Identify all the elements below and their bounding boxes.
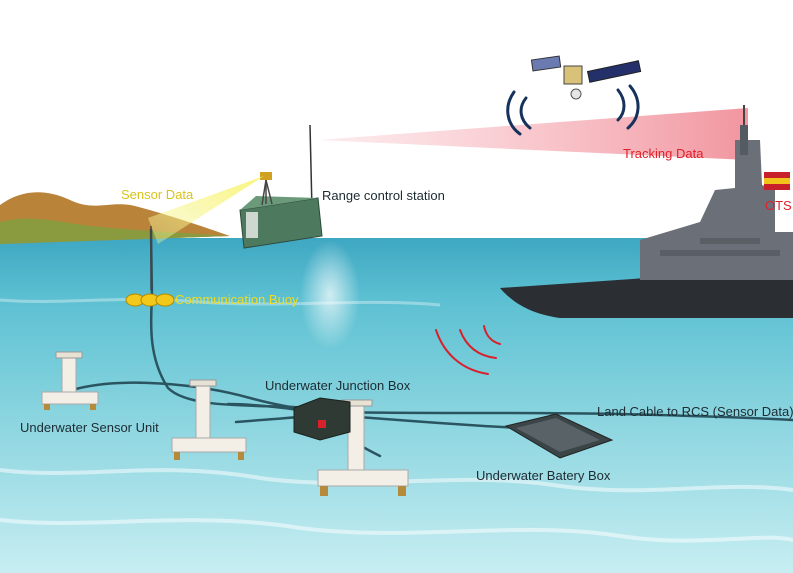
- range-control-station: [239, 124, 323, 249]
- ots-label: OTS: [765, 198, 792, 213]
- communication-buoy: [125, 226, 175, 307]
- underwater-sensor-unit-label: Underwater Sensor Unit: [20, 420, 159, 435]
- underwater-junction-box-label: Underwater Junction Box: [265, 378, 411, 393]
- underwater-junction-box: [293, 397, 351, 441]
- spanish-flag-icon: [764, 172, 790, 190]
- tracking-data-beam: [318, 108, 748, 160]
- sea-surface-glare: [300, 240, 360, 350]
- underwater-sensor-unit: [317, 399, 409, 496]
- acoustic-signal-icon: [435, 325, 501, 375]
- underwater-battery-box: [504, 413, 614, 459]
- satellite-signal-icon: [506, 84, 640, 136]
- underwater-battery-box-label: Underwater Batery Box: [476, 468, 611, 483]
- sensor-data-label: Sensor Data: [121, 187, 194, 202]
- tracking-data-label: Tracking Data: [623, 146, 704, 161]
- land-cable-label: Land Cable to RCS (Sensor Data): [597, 404, 793, 419]
- underwater-sensor-unit: [41, 351, 99, 410]
- sensor-data-beam: [148, 176, 264, 244]
- ship: [500, 105, 793, 318]
- range-control-station-label: Range control station: [322, 188, 445, 203]
- communication-buoy-label: Communication Buoy: [175, 292, 299, 307]
- satellite-icon: [530, 55, 642, 100]
- underwater-sensor-unit: [171, 379, 247, 460]
